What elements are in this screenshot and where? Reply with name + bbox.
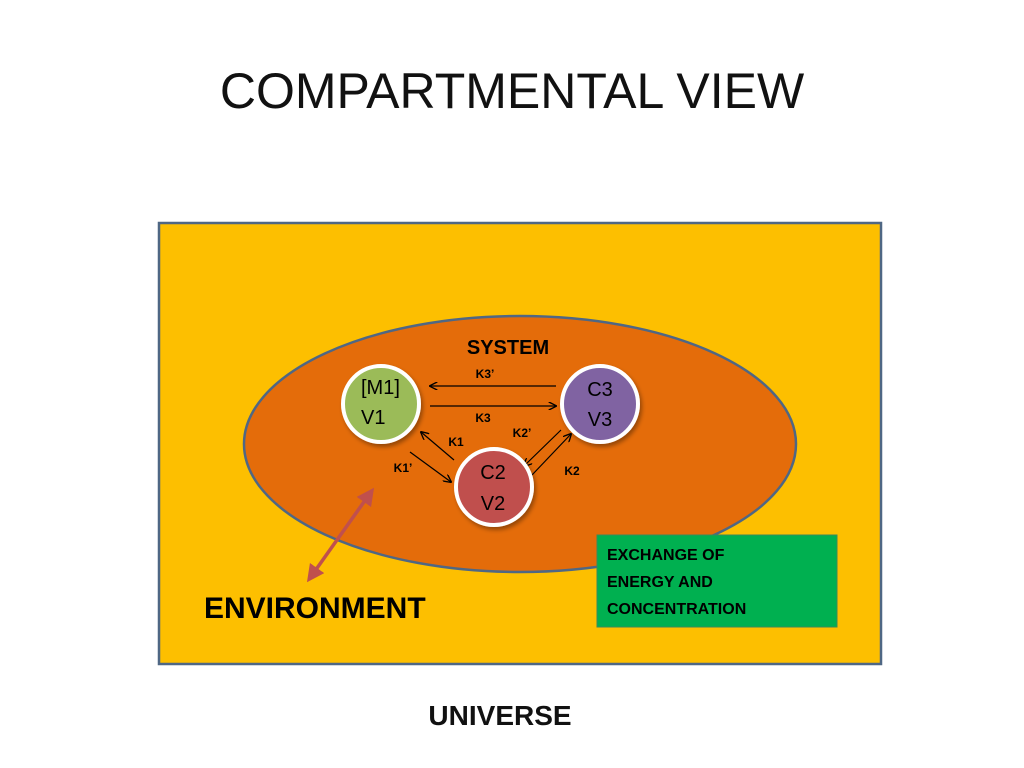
compartment-3-line1: C3 xyxy=(587,379,613,401)
exchange-box-line3: CONCENTRATION xyxy=(607,601,746,618)
exchange-box xyxy=(596,534,838,628)
system-label: SYSTEM xyxy=(467,337,549,359)
arrow-k1-prime xyxy=(409,451,451,482)
compartment-2: C2 V2 xyxy=(454,447,534,527)
compartment-1-line1: [M1] xyxy=(361,377,400,399)
exchange-box-line1: EXCHANGE OF xyxy=(607,547,725,564)
arrow-k1 xyxy=(421,432,455,461)
compartment-3-line2: V3 xyxy=(588,409,612,431)
rate-k3: K3 xyxy=(475,411,491,425)
arrow-k2 xyxy=(531,434,571,476)
universe-label: UNIVERSE xyxy=(428,700,572,731)
arrow-k2-prime xyxy=(524,429,562,466)
compartment-2-line2: V2 xyxy=(481,493,505,515)
compartment-1-line2: V1 xyxy=(361,407,385,429)
compartment-3: C3 V3 xyxy=(560,364,640,444)
rate-k3-prime: K3’ xyxy=(476,367,495,381)
exchange-double-arrow xyxy=(306,487,375,583)
compartment-1: [M1] V1 xyxy=(341,364,421,444)
rate-k1: K1 xyxy=(448,435,464,449)
rate-k2: K2 xyxy=(564,464,580,478)
rate-k1-prime: K1’ xyxy=(394,461,413,475)
compartment-2-line1: C2 xyxy=(480,462,506,484)
slide-title: COMPARTMENTAL VIEW xyxy=(219,63,805,119)
environment-label: ENVIRONMENT xyxy=(204,592,426,625)
rate-k2-prime: K2’ xyxy=(513,426,532,440)
exchange-box-line2: ENERGY AND xyxy=(607,574,713,591)
